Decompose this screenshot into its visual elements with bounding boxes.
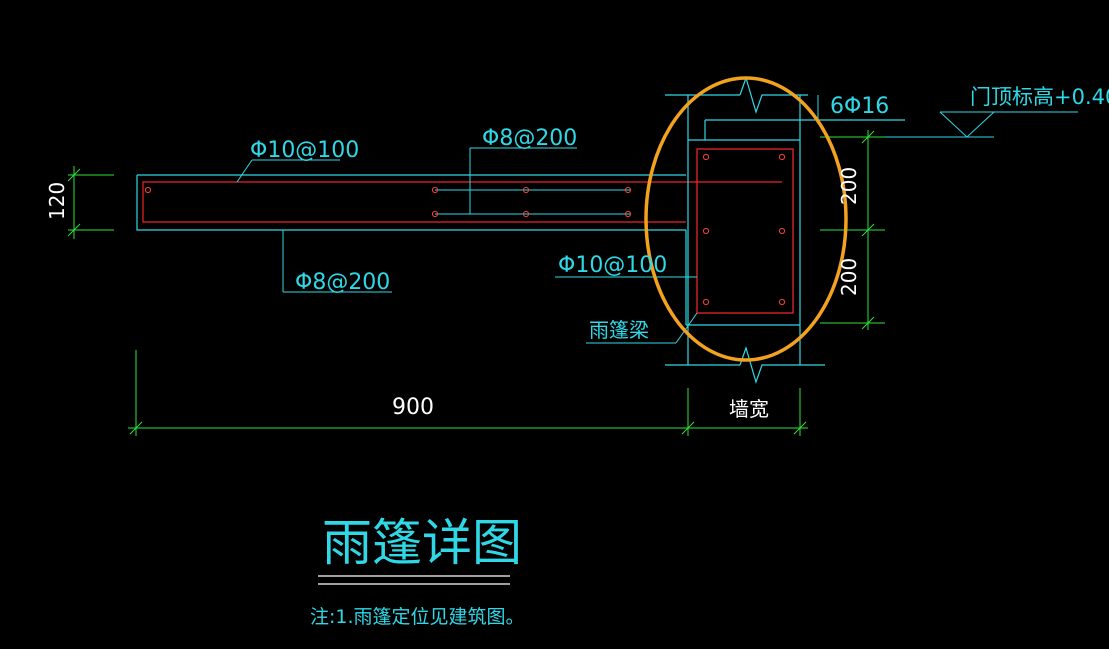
dimension-lines <box>67 130 885 436</box>
highlight-ellipse <box>644 76 848 362</box>
elevation-marker <box>880 111 1078 138</box>
dim-beam-upper: 200 <box>837 167 861 205</box>
slab-rebar-dots <box>144 186 632 218</box>
leader-lines <box>236 95 880 344</box>
label-elevation: 门顶标高+0.400 <box>970 85 1109 109</box>
label-stirrup: Φ10@100 <box>558 253 667 278</box>
drawing-note: 注:1.雨篷定位见建筑图。 <box>310 606 525 628</box>
drawing-title: 雨篷详图 <box>322 514 522 572</box>
slab-distribution-bars <box>435 189 630 215</box>
beam-rebar-dots <box>702 153 786 306</box>
slab-outline <box>136 174 687 245</box>
label-distribution-top: Φ8@200 <box>482 126 577 151</box>
label-top-bar: Φ10@100 <box>250 138 359 163</box>
slab-rebar <box>142 181 782 223</box>
label-beam-name: 雨篷梁 <box>589 318 649 342</box>
label-beam-bars: 6Φ16 <box>830 94 889 119</box>
beam-stirrup <box>696 148 794 314</box>
dim-slab-thickness: 120 <box>45 182 69 220</box>
dim-beam-lower: 200 <box>837 258 861 296</box>
label-wall-width: 墙宽 <box>729 397 769 421</box>
dim-overhang: 900 <box>392 395 434 420</box>
label-distribution-bottom: Φ8@200 <box>295 270 390 295</box>
